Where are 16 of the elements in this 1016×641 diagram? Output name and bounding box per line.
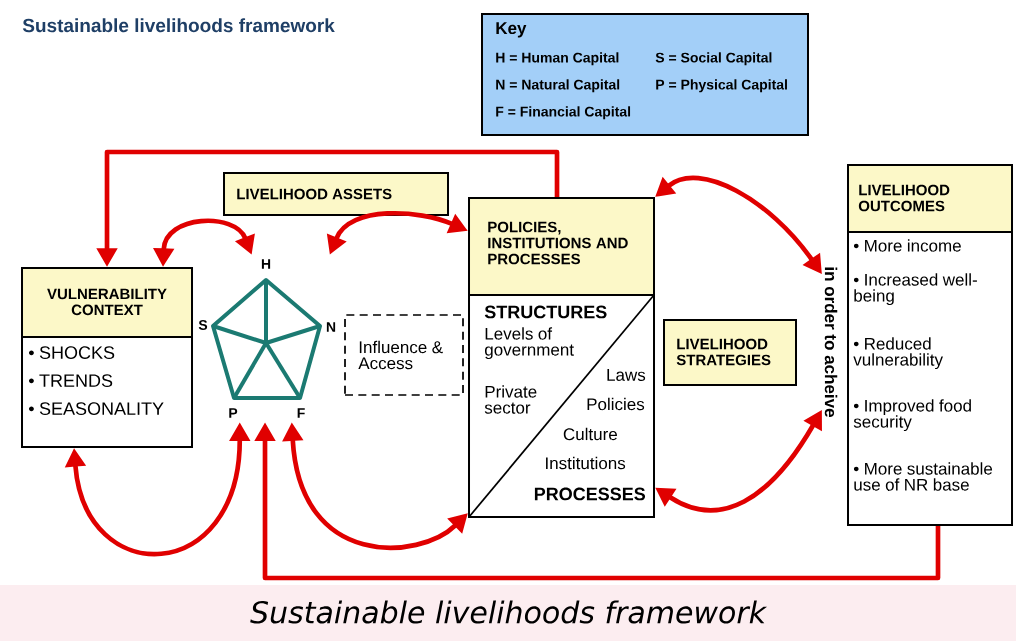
node-label: H xyxy=(261,259,271,269)
context-box: VULNERABILITY CONTEXT • SHOCKS • TRENDS • SEASONALITY xyxy=(21,267,193,448)
dashed-box: Influence & Access xyxy=(344,314,464,396)
node-label: P xyxy=(229,408,238,418)
node-label: F xyxy=(297,408,305,418)
heading-box: LIVELIHOOD ASSETS xyxy=(223,172,449,216)
policies-box: POLICIES, INSTITUTIONS AND PROCESSES STRUCTURES Levels of government Private sector Laws Policies Culture Institutions PROCESSES xyxy=(468,197,655,518)
asset-pentagon: H S N P F xyxy=(198,259,336,418)
node-label: S xyxy=(198,320,208,330)
heading-box: LIVELIHOOD STRATEGIES xyxy=(663,319,797,386)
outcomes-box: LIVELIHOOD OUTCOMES • More income • Increased well-being • Reduced vulnerability • Improved food security • More sustainable use of NR base xyxy=(847,164,1013,526)
node-label: N xyxy=(326,322,336,332)
key-box: Key H = Human Capital S = Social Capital N = Natural Capital P = Physical Capital F = Financial Capital xyxy=(481,13,809,136)
title: Sustainable livelihoods framework xyxy=(22,18,335,33)
caption: Sustainable livelihoods framework xyxy=(0,585,1016,641)
vertical-text: in order to acheive xyxy=(824,267,838,417)
